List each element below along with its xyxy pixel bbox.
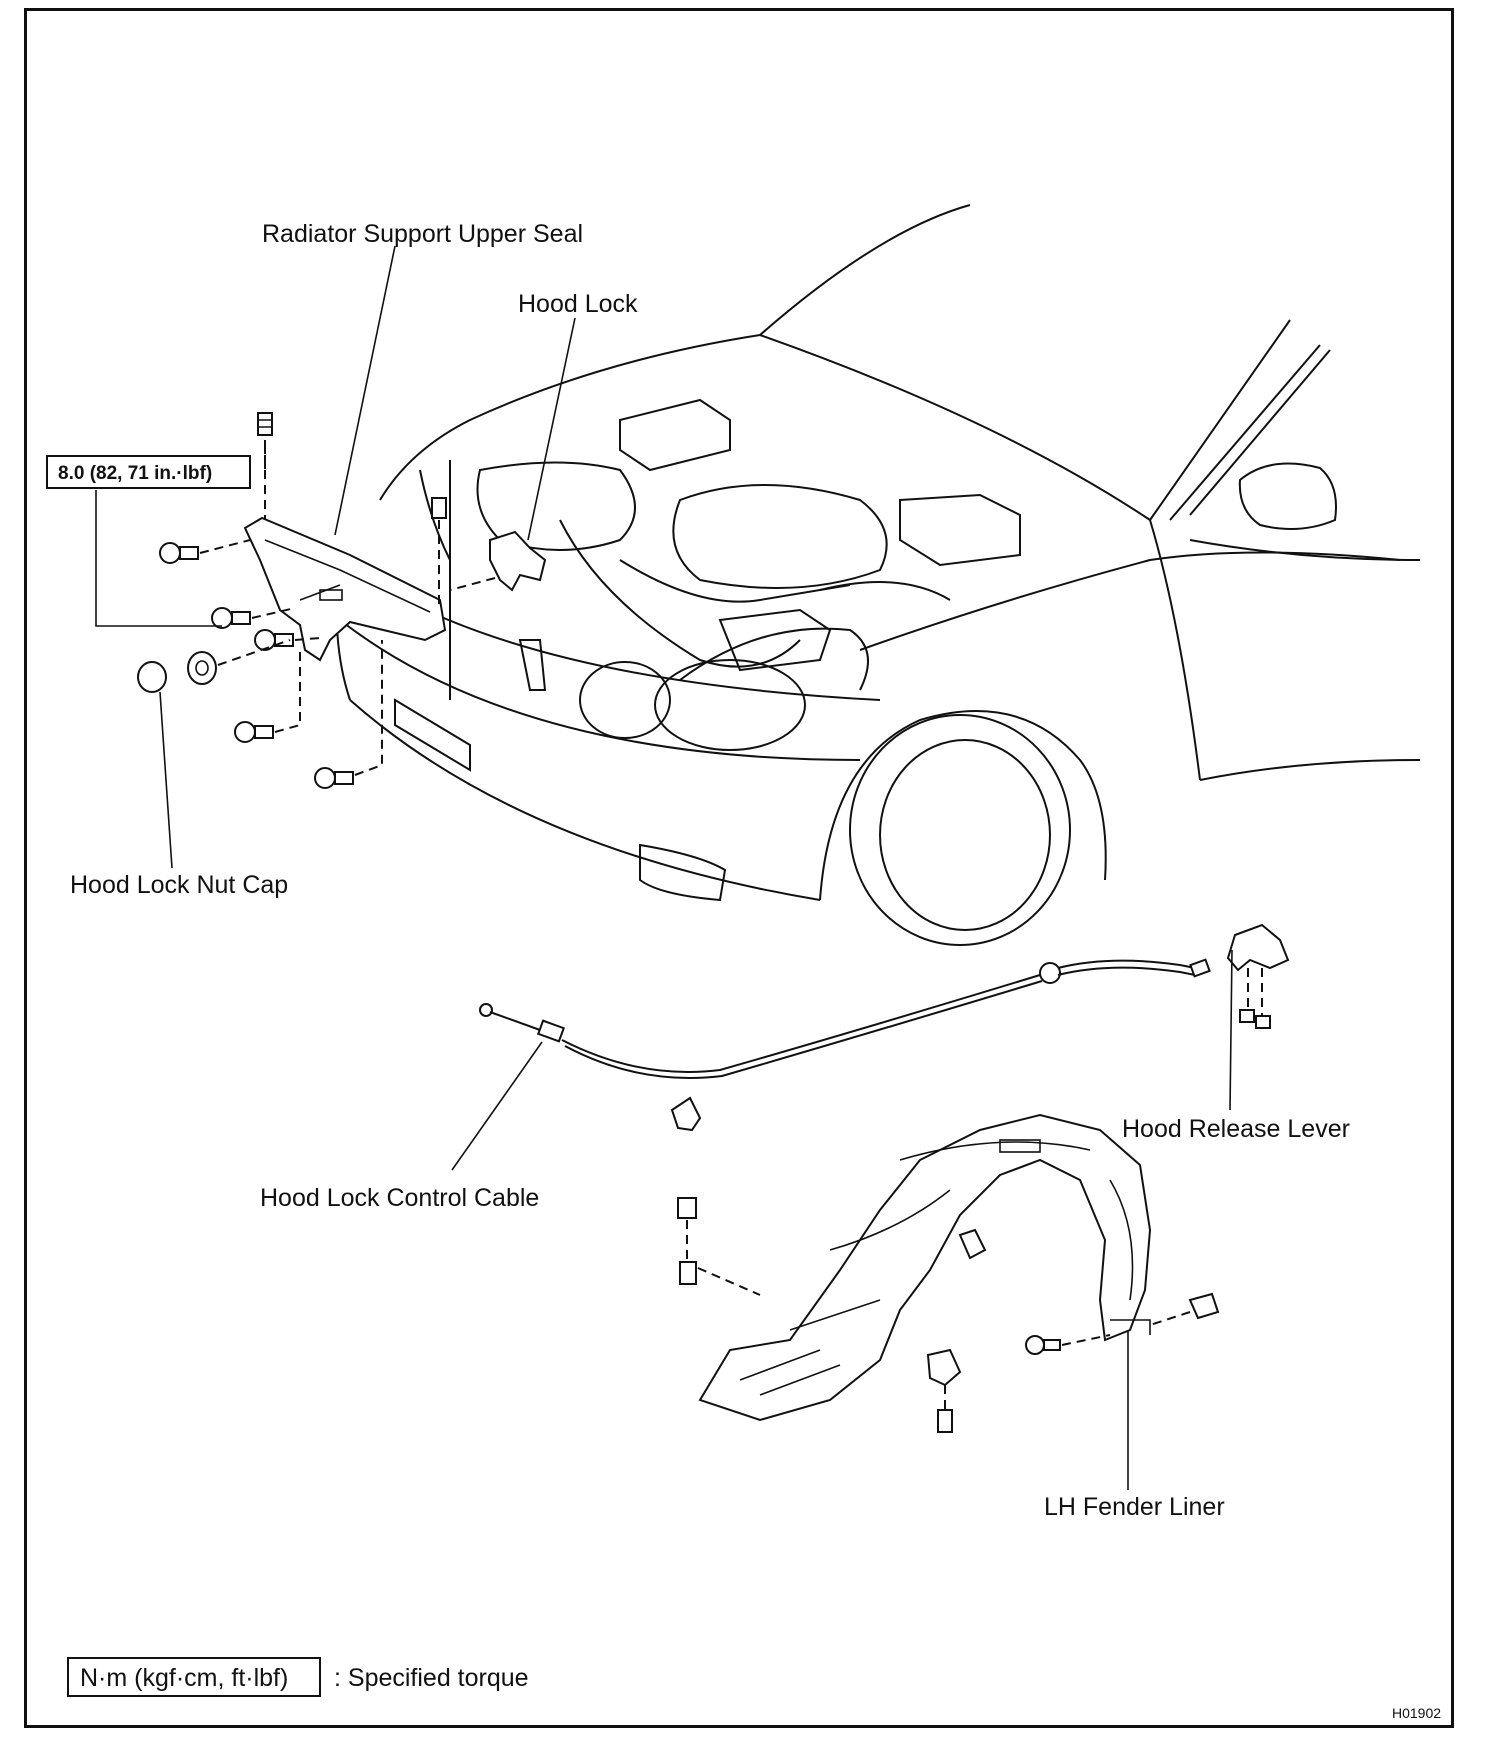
lh-fender-liner-part — [698, 1113, 1152, 1422]
label-radiator-support-upper-seal: Radiator Support Upper Seal — [262, 220, 583, 248]
label-lh-fender-liner: LH Fender Liner — [1044, 1493, 1225, 1521]
torque-spec-value: 8.0 (82, 71 in.·lbf) — [58, 463, 212, 484]
fender-clip-icon — [677, 1197, 761, 1296]
figure-code: H01902 — [1392, 1705, 1441, 1721]
hood-release-lever-part — [1226, 923, 1290, 1029]
hood-lock-part — [431, 497, 547, 610]
bolt-icon — [211, 607, 296, 629]
legend-unit-text: N·m (kgf·cm, ft·lbf) — [80, 1664, 288, 1692]
fender-clip-icon — [926, 1348, 962, 1433]
cable-clip-icon — [670, 1096, 702, 1132]
torque-spec-box — [46, 455, 251, 489]
hood-lock-control-cable-part — [479, 958, 1211, 1079]
legend-unit-box — [67, 1657, 321, 1697]
bolt-icon — [257, 412, 273, 520]
washer-icon — [187, 639, 291, 685]
diagram-frame — [24, 8, 1454, 1728]
label-hood-lock: Hood Lock — [518, 290, 638, 318]
leader-lines — [95, 245, 1233, 1490]
bolt-icon — [314, 640, 383, 789]
label-hood-lock-control-cable: Hood Lock Control Cable — [260, 1184, 539, 1212]
label-hood-release-lever: Hood Release Lever — [1122, 1115, 1350, 1143]
legend-description: : Specified torque — [334, 1664, 529, 1692]
fender-clip-icon — [958, 1228, 987, 1260]
bolt-icon — [234, 650, 301, 743]
fender-clip-icon — [1025, 1292, 1220, 1355]
bolt-icon — [159, 539, 251, 564]
label-hood-lock-nut-cap: Hood Lock Nut Cap — [70, 871, 288, 899]
hood-lock-nut-cap-part — [137, 661, 167, 693]
bolt-icon — [254, 629, 321, 651]
radiator-support-upper-seal-part — [243, 516, 447, 662]
